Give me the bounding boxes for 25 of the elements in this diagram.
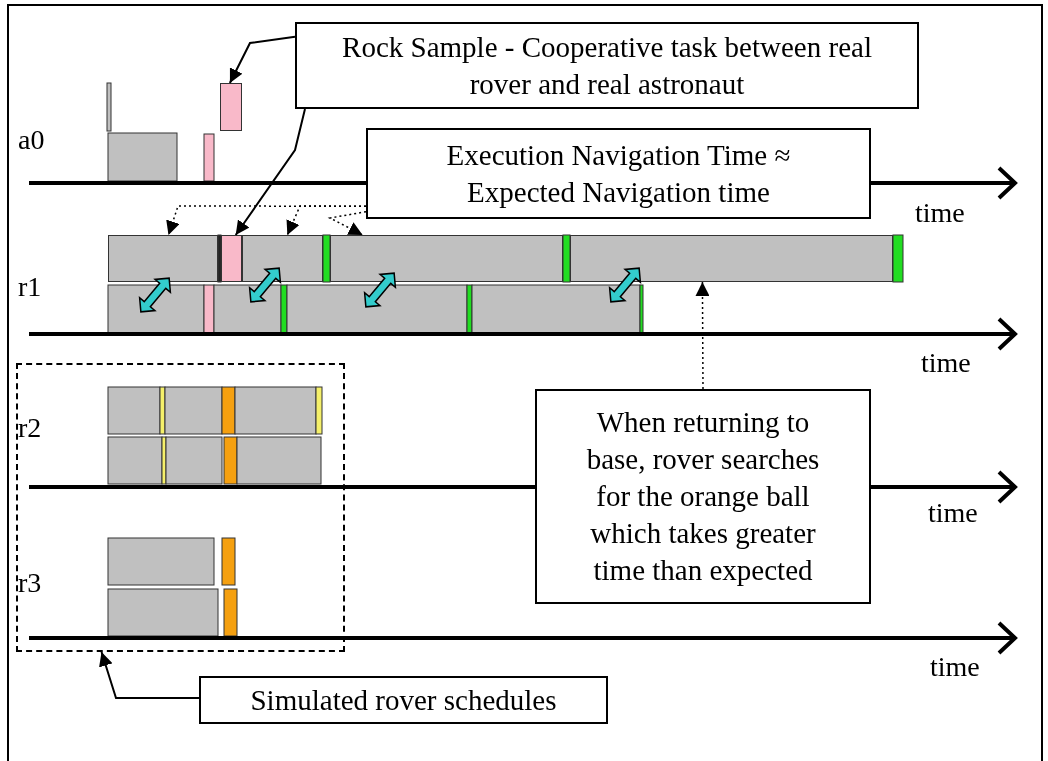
- leader-line: [695, 281, 710, 390]
- leader-line: [286, 205, 367, 236]
- callout-box: Simulated rover schedules: [199, 676, 608, 724]
- task-bar: [220, 83, 242, 131]
- leader-line: [99, 651, 200, 700]
- row-label: r3: [18, 568, 42, 598]
- callout-box: When returning to base, rover searches for the orange ball which takes greater time than expected: [535, 389, 871, 604]
- axis-label: time: [928, 498, 978, 528]
- axis-label: time: [921, 348, 971, 378]
- task-bar: [330, 235, 563, 282]
- leader-line: [228, 35, 296, 84]
- task-bar: [221, 235, 242, 282]
- leader-line: [234, 108, 306, 236]
- axis-label: time: [930, 652, 980, 682]
- row-label: a0: [18, 125, 45, 155]
- row-label: r1: [18, 272, 42, 302]
- task-bar: [570, 235, 893, 282]
- dashed-group-box: [16, 363, 345, 652]
- task-bar: [108, 235, 218, 282]
- axis-label: time: [915, 198, 965, 228]
- leader-line: [327, 210, 367, 236]
- callout-box: Rock Sample - Cooperative task between real rover and real astronaut: [295, 22, 919, 109]
- task-bar: [242, 235, 323, 282]
- callout-box: Execution Navigation Time ≈ Expected Navigation time: [366, 128, 871, 219]
- row-label: r2: [18, 413, 42, 443]
